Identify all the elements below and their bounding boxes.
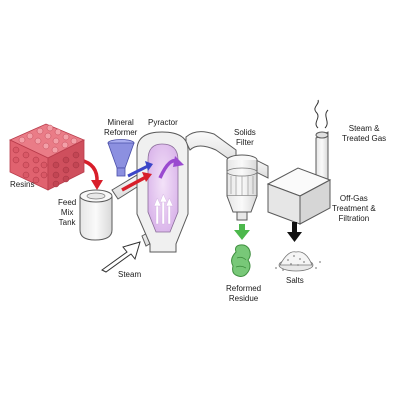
pyractor-vessel	[136, 131, 189, 253]
label-off-gas-line1: Off-Gas	[339, 194, 368, 203]
feed-mix-tank	[79, 189, 113, 241]
label-steam-treated-gas-line1: Steam &	[348, 124, 380, 133]
label-reformed-residue-line2: Residue	[228, 294, 259, 303]
salts-pile	[275, 251, 321, 272]
label-mineral-reformer: Mineral Reformer	[104, 118, 137, 138]
mineral-feed-arrow	[127, 161, 153, 178]
label-solids-filter: Solids Filter	[234, 128, 256, 148]
label-salts: Salts	[286, 276, 304, 286]
label-off-gas-line3: Filtration	[338, 214, 370, 223]
resins-block	[9, 123, 85, 191]
off-gas-treatment-unit	[266, 167, 332, 225]
steam-wisp-icon	[314, 99, 319, 129]
label-steam-treated-gas: Steam & Treated Gas	[342, 124, 386, 144]
residue-output-arrow	[234, 224, 250, 240]
label-feed-mix-tank: Feed Mix Tank	[58, 198, 76, 228]
label-mineral-reformer-line2: Reformer	[104, 128, 138, 137]
label-resins-text: Resins	[10, 180, 35, 189]
label-mineral-reformer-line1: Mineral	[107, 118, 134, 127]
label-pyractor-text: Pyractor	[148, 118, 178, 127]
rising-gas-arrows	[153, 193, 174, 225]
label-resins: Resins	[10, 180, 34, 190]
label-steam: Steam	[118, 270, 141, 280]
label-solids-filter-line2: Filter	[236, 138, 254, 147]
salts-output-arrow	[287, 222, 302, 242]
steam-inlet-arrow	[101, 241, 141, 273]
label-steam-text: Steam	[118, 270, 142, 279]
label-pyractor: Pyractor	[148, 118, 178, 128]
feed-transfer-arrow	[121, 172, 152, 192]
mineral-reformer-funnel	[107, 139, 135, 177]
label-salts-text: Salts	[286, 276, 304, 285]
reformed-residue-pile	[231, 244, 251, 277]
label-off-gas-line2: Treatment &	[332, 204, 376, 213]
label-off-gas-treatment: Off-Gas Treatment & Filtration	[332, 194, 376, 224]
label-reformed-residue: Reformed Residue	[226, 284, 261, 304]
label-reformed-residue-line1: Reformed	[226, 284, 262, 293]
label-feed-mix-tank-line3: Tank	[58, 218, 76, 227]
solids-filter-vessel	[226, 154, 258, 221]
label-steam-treated-gas-line2: Treated Gas	[342, 134, 387, 143]
label-feed-mix-tank-line1: Feed	[58, 198, 77, 207]
label-solids-filter-line1: Solids	[234, 128, 256, 137]
label-feed-mix-tank-line2: Mix	[60, 208, 74, 217]
